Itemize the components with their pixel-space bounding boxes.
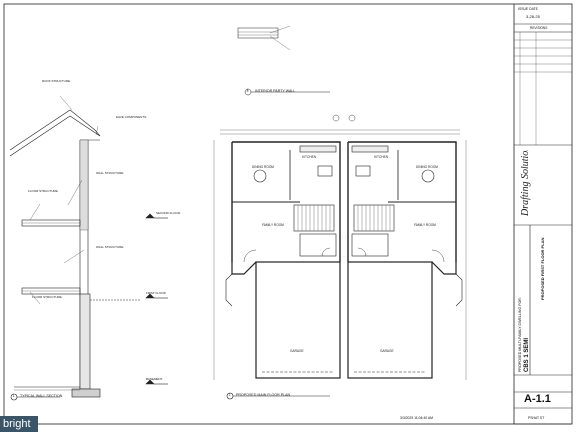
- eave-components-note: EAVE COMPONENTS:: [116, 115, 147, 119]
- floor-structure-note: FLOOR STRUCTURE:: [28, 189, 59, 193]
- floor-structure-2-note: FLOOR STRUCTURE:: [32, 295, 63, 299]
- sheet-number: A-1.1: [524, 393, 551, 405]
- project-title: PROPOSED MULTI-FAMILY DWELLING FOR:: [518, 297, 522, 372]
- issue-date-value: 3-28-25: [526, 14, 540, 19]
- project-name: CBS 1 SEMI: [524, 337, 530, 372]
- wall-structure-note: WALL STRUCTURE:: [96, 171, 125, 175]
- room-garage-right: GARAGE: [380, 349, 394, 353]
- detail-2-title: PROPOSED MAIN FLOOR PLAN: [236, 393, 291, 397]
- second-floor-label: SECOND FLOOR: [156, 211, 181, 215]
- detail-2-number: 2: [228, 393, 231, 398]
- detail-8-number: 8: [246, 89, 249, 94]
- room-family-right: FAMILY ROOM: [414, 223, 436, 227]
- room-dining-right: DINING ROOM: [416, 165, 438, 169]
- wall-structure-2-note: WALL STRUCTURE:: [96, 245, 125, 249]
- room-garage-left: GARAGE: [290, 349, 304, 353]
- room-family-left: FAMILY ROOM: [262, 223, 284, 227]
- detail-1-number: 1: [12, 394, 15, 399]
- roof-structure-note: ROOF STRUCTURE:: [42, 79, 71, 83]
- drafting-solutions-logo: Drafting Solutions: [520, 150, 531, 217]
- detail-1-title: TYPICAL WALL SECTION: [20, 394, 63, 398]
- issue-date-label: ISSUE DATE: [518, 7, 538, 11]
- first-floor-label: FIRST FLOOR: [146, 291, 166, 295]
- print-date: 3/3/2025 11:04:40 AM: [400, 416, 433, 420]
- room-kitchen-left: KITCHEN: [302, 155, 316, 159]
- room-kitchen-right: KITCHEN: [374, 155, 388, 159]
- revisions-label: REVISIONS: [530, 26, 548, 30]
- detail-8-title: INTERIOR PARTY WALL: [255, 89, 296, 93]
- paper-size: PSHAT ST: [528, 416, 545, 420]
- svg-text:Drafting Solutions: Drafting Solutions: [520, 150, 531, 217]
- room-dining-left: DINING ROOM: [252, 165, 274, 169]
- basement-label: BASEMENT: [146, 377, 163, 381]
- sheet-title: PROPOSED FIRST FLOOR PLAN: [540, 237, 545, 300]
- bright-watermark: bright: [0, 416, 38, 432]
